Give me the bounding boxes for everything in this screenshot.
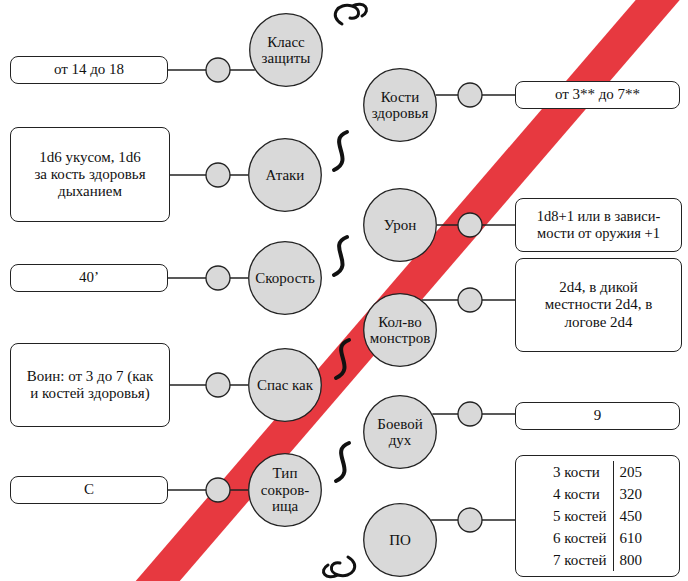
circle-shape xyxy=(249,349,322,422)
text-holder: Боевой дух xyxy=(367,416,433,449)
value-box: 2d4, в дикой местности 2d4, в логове 2d4 xyxy=(515,258,682,352)
stat-name: Кол-во монстров xyxy=(367,314,433,347)
circle-shape xyxy=(364,69,437,142)
stat-circle: Урон xyxy=(363,188,437,262)
table-cell: 5 костей xyxy=(553,505,614,527)
text-holder: Тип сокров-ища xyxy=(252,465,318,515)
circle-shape xyxy=(364,396,437,469)
stat-circle: Атаки xyxy=(248,138,322,212)
ornament xyxy=(334,132,347,170)
ornament xyxy=(334,237,347,275)
table-cell: 450 xyxy=(614,505,643,527)
value-box: от 14 до 18 xyxy=(10,56,168,83)
stat-value: 1d8+1 или в зависи-мости от оружия +1 xyxy=(520,208,677,241)
stat-circle: Кости здоровья xyxy=(363,68,437,142)
circle-shape xyxy=(249,139,322,212)
text-holder: Кости здоровья xyxy=(367,89,433,122)
stat-value: от 3** до 7** xyxy=(555,86,640,103)
text-holder: Атаки xyxy=(266,167,305,184)
value-box: 40’ xyxy=(10,264,168,291)
value-box: 1d6 укусом, 1d6 за кость здоровья дыхани… xyxy=(10,127,170,222)
text-holder: С xyxy=(84,481,94,498)
stat-name: ПО xyxy=(389,532,411,549)
stat-name: Кости здоровья xyxy=(367,89,433,122)
value-box: С xyxy=(10,476,168,503)
stat-value: С xyxy=(84,481,94,498)
circle-shape xyxy=(250,14,323,87)
ornament xyxy=(336,443,349,481)
knob xyxy=(458,288,482,312)
text-holder: 1d6 укусом, 1d6 за кость здоровья дыхани… xyxy=(31,149,149,201)
stat-circle: Боевой дух xyxy=(363,395,437,469)
stat-circle: Класс защиты xyxy=(249,13,323,87)
knob xyxy=(206,266,230,290)
text-holder: от 14 до 18 xyxy=(54,61,124,78)
stat-circle: Скорость xyxy=(248,241,322,315)
knob xyxy=(206,58,230,82)
circle-shape xyxy=(249,454,322,527)
text-holder: 1d8+1 или в зависи-мости от оружия +1 xyxy=(520,208,677,241)
stat-circle: Тип сокров-ища xyxy=(248,453,322,527)
value-box: 1d8+1 или в зависи-мости от оружия +1 xyxy=(515,198,682,252)
text-holder: Воин: от 3 до 7 (как и костей здоровья) xyxy=(25,368,155,403)
table-cell: 320 xyxy=(614,483,643,505)
stat-name: Спас как xyxy=(257,377,313,394)
ornament xyxy=(323,557,354,577)
text-holder: Урон xyxy=(384,217,416,234)
table-cell: 6 костей xyxy=(553,527,614,549)
text-holder: 3 кости2054 кости3205 костей4506 костей6… xyxy=(553,461,642,571)
text-holder: Скорость xyxy=(255,270,314,287)
text-holder: Класс защиты xyxy=(253,34,319,67)
text-holder: 40’ xyxy=(79,269,99,286)
text-holder: Кол-во монстров xyxy=(367,314,433,347)
stat-value: от 14 до 18 xyxy=(54,61,124,78)
knob xyxy=(458,508,482,532)
stat-name: Класс защиты xyxy=(253,34,319,67)
stat-name: Скорость xyxy=(255,270,314,287)
table-cell: 610 xyxy=(614,527,643,549)
knob xyxy=(458,213,482,237)
knob xyxy=(458,402,482,426)
watermark-band xyxy=(128,0,684,581)
circle-shape xyxy=(364,189,437,262)
stat-value: Воин: от 3 до 7 (как и костей здоровья) xyxy=(25,368,155,403)
stat-value: 2d4, в дикой местности 2d4, в логове 2d4 xyxy=(538,279,659,331)
stat-name: Атаки xyxy=(266,167,305,184)
text-holder: от 3** до 7** xyxy=(555,86,640,103)
knob xyxy=(458,83,482,107)
text-holder: ПО xyxy=(389,532,411,549)
stat-circle: Спас как xyxy=(248,348,322,422)
knob xyxy=(206,163,230,187)
value-box: 9 xyxy=(515,402,680,429)
knob xyxy=(206,373,230,397)
knob xyxy=(206,478,230,502)
table-cell: 800 xyxy=(614,549,643,571)
text-holder: Спас как xyxy=(257,377,313,394)
stat-value: 40’ xyxy=(79,269,99,286)
text-holder: 9 xyxy=(594,407,602,424)
ornament xyxy=(335,4,366,24)
circle-shape xyxy=(249,242,322,315)
ornament xyxy=(336,340,349,378)
table-cell: 205 xyxy=(614,461,643,483)
table-cell: 4 кости xyxy=(553,483,614,505)
circle-shape xyxy=(364,504,437,577)
stat-value: 9 xyxy=(594,407,602,424)
stat-name: Тип сокров-ища xyxy=(252,465,318,515)
value-box: от 3** до 7** xyxy=(515,81,680,108)
table-cell: 3 кости xyxy=(553,461,614,483)
stat-circle: ПО xyxy=(363,503,437,577)
text-holder: 2d4, в дикой местности 2d4, в логове 2d4 xyxy=(538,279,659,331)
circle-shape xyxy=(364,294,437,367)
value-table-box: 3 кости2054 кости3205 костей4506 костей6… xyxy=(515,455,680,577)
stat-value: 1d6 укусом, 1d6 за кость здоровья дыхани… xyxy=(31,149,149,201)
value-box: Воин: от 3 до 7 (как и костей здоровья) xyxy=(10,343,170,427)
stat-name: Боевой дух xyxy=(367,416,433,449)
table-cell: 7 костей xyxy=(553,549,614,571)
stat-circle: Кол-во монстров xyxy=(363,293,437,367)
stat-name: Урон xyxy=(384,217,416,234)
